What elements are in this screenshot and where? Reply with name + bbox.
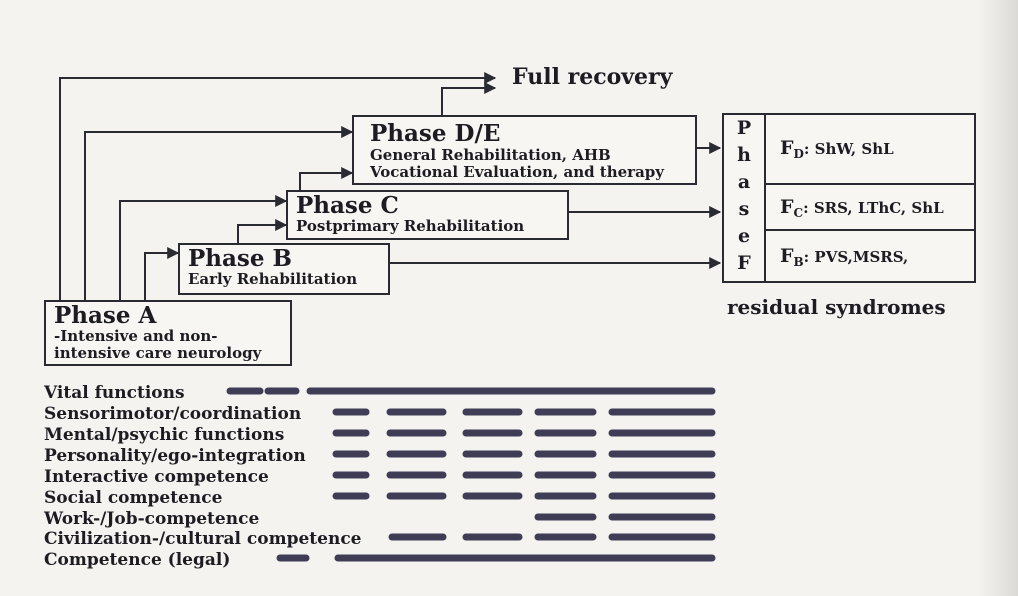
arrow-c-to-de: [299, 167, 354, 190]
phase-c-desc: Postprimary Rehabilitation: [296, 217, 525, 235]
arrow-b-to-c: [237, 219, 288, 243]
phase-f-cell-d: FD: ShW, ShL: [764, 113, 976, 185]
phase-c-title: Phase C: [296, 192, 399, 219]
phase-f-cell-text: : PVS,MSRS,: [803, 248, 909, 266]
dimension-label: Sensorimotor/coordination: [44, 404, 302, 424]
phase-c-box: [286, 190, 569, 240]
phase-f-letter: s: [738, 198, 750, 220]
dimension-label: Interactive competence: [44, 467, 269, 487]
phase-de-title: Phase D/E: [370, 120, 501, 147]
phase-f-letter: e: [737, 225, 751, 247]
dimension-label: Work-/Job-competence: [44, 509, 260, 529]
phase-f-cell-symbol: F: [780, 137, 794, 159]
phase-de-desc-line-2: Vocational Evaluation, and therapy: [370, 163, 665, 181]
phase-f-cell-text: : SRS, LThC, ShL: [803, 199, 944, 217]
phase-f-cell-subscript: C: [793, 206, 804, 220]
phase-b-title: Phase B: [188, 245, 292, 272]
dimension-label: Vital functions: [44, 383, 185, 403]
dimension-label: Mental/psychic functions: [44, 425, 285, 445]
phase-f-letter: a: [737, 171, 751, 193]
phase-b-desc: Early Rehabilitation: [188, 270, 358, 288]
residual-syndromes-label: residual syndromes: [727, 295, 946, 319]
full-recovery-label: Full recovery: [512, 64, 673, 90]
phase-a-desc-line-1: -Intensive and non-: [54, 327, 218, 345]
dimension-label: Personality/ego-integration: [44, 446, 306, 466]
phase-de-desc-line-1: General Rehabilitation, AHB: [370, 146, 611, 164]
phase-f-cell-symbol: F: [780, 245, 794, 267]
phase-f-letter: P: [736, 117, 752, 139]
phase-f-cell-subscript: D: [793, 147, 804, 161]
arrow-a-to-de: [84, 126, 354, 300]
phase-f-letter: F: [737, 252, 751, 274]
arrow-a-to-recovery: [59, 72, 497, 300]
page-edge-shadow: [978, 0, 1018, 596]
phase-f-cell-symbol: F: [780, 196, 794, 218]
phase-de-box: [352, 115, 697, 185]
arrow-a-to-b: [144, 247, 180, 300]
phase-f-letter: h: [737, 144, 751, 166]
phase-f-cell-b: FB: PVS,MSRS,: [764, 229, 976, 283]
dimension-label: Social competence: [44, 488, 223, 508]
phase-b-box: [178, 243, 390, 295]
dimension-label: Civilization-/cultural competence: [44, 529, 362, 549]
arrow-a-to-c: [119, 195, 288, 300]
phase-a-title: Phase A: [54, 302, 157, 329]
dimension-label: Competence (legal): [44, 550, 231, 570]
arrow-de-to-recovery: [441, 82, 497, 115]
phase-f-cell-text: : ShW, ShL: [803, 140, 894, 158]
phase-f-cell-subscript: B: [793, 255, 804, 269]
phase-f-cell-c: FC: SRS, LThC, ShL: [764, 183, 976, 231]
phase-a-box: [44, 300, 292, 366]
phase-f-column: P h a s e F: [722, 113, 766, 283]
phase-a-desc-line-2: intensive care neurology: [54, 344, 262, 362]
